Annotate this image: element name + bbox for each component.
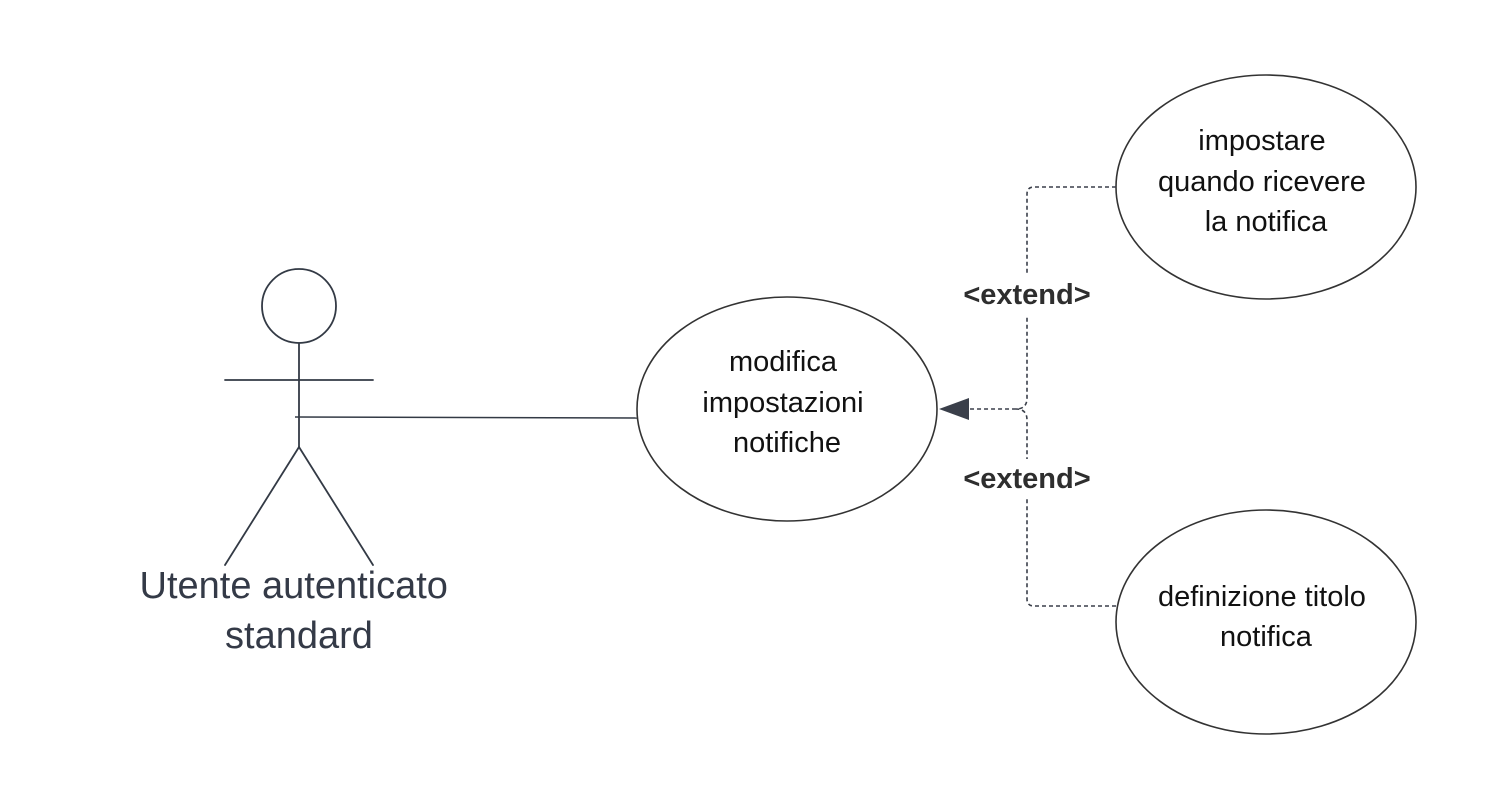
extend-bottom-label-bg [952, 459, 1102, 499]
extend-bottom-label: <extend> [963, 463, 1090, 495]
extend-top-label-bg [952, 275, 1102, 315]
extend-arrow-head [939, 398, 969, 420]
use-case-bottom-line-2: notifica [1220, 621, 1313, 653]
use-case-top-line-2: quando ricevere [1158, 166, 1366, 198]
use-case-main-label: modifica impostazioni notifiche [702, 346, 871, 459]
use-case-top-line-3: la notifica [1205, 206, 1328, 238]
use-case-bottom-line-1: definizione titolo [1158, 581, 1366, 613]
use-case-main-line-1: modifica [729, 346, 838, 378]
extend-connector-bottom[interactable] [1015, 408, 1116, 607]
actor-utente[interactable]: Utente autenticato standard [140, 268, 459, 657]
actor-label: Utente autenticato standard [140, 565, 459, 657]
association-line[interactable] [294, 416, 638, 419]
use-case-main-line-2: impostazioni [702, 387, 863, 419]
actor-head [261, 268, 337, 344]
use-case-top-label: impostare quando ricevere la notifica [1158, 125, 1374, 238]
use-case-main-line-3: notifiche [733, 427, 841, 459]
actor-left-leg [224, 446, 300, 566]
actor-label-line-1: Utente autenticato [140, 565, 448, 607]
use-case-top-line-1: impostare [1198, 125, 1325, 157]
use-case-bottom-label: definizione titolo notifica [1158, 581, 1374, 653]
extend-top-label: <extend> [963, 279, 1090, 311]
use-case-definizione-titolo[interactable]: definizione titolo notifica [1115, 509, 1417, 735]
use-case-main-ellipse [636, 296, 938, 522]
use-case-bottom-ellipse [1115, 509, 1417, 735]
actor-label-line-2: standard [225, 615, 373, 657]
use-case-impostare-quando-ricevere[interactable]: impostare quando ricevere la notifica [1115, 74, 1417, 300]
use-case-modifica-impostazioni-notifiche[interactable]: modifica impostazioni notifiche [636, 296, 938, 522]
actor-right-leg [298, 446, 374, 566]
extend-connector-top[interactable] [970, 186, 1116, 410]
